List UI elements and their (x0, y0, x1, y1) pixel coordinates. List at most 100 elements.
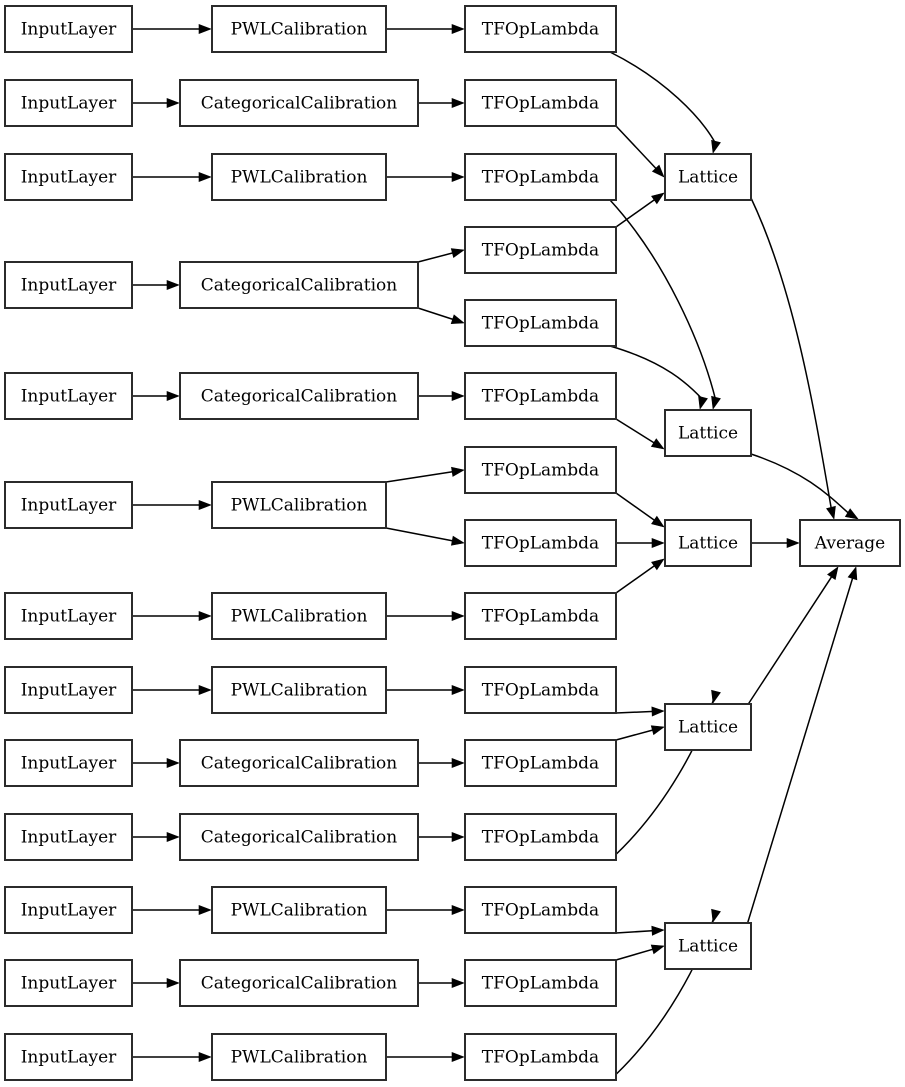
node-in12[interactable]: InputLayer (4, 959, 133, 1007)
node-box-cal1[interactable] (211, 5, 387, 53)
node-box-cal9[interactable] (179, 739, 419, 787)
node-op5[interactable]: TFOpLambda (464, 299, 617, 347)
node-box-lat5[interactable] (664, 922, 752, 970)
node-box-op3[interactable] (464, 153, 617, 201)
node-cal11[interactable]: PWLCalibration (211, 886, 387, 934)
node-box-cal10[interactable] (179, 813, 419, 861)
node-op9[interactable]: TFOpLambda (464, 592, 617, 640)
node-op12[interactable]: TFOpLambda (464, 813, 617, 861)
node-op13[interactable]: TFOpLambda (464, 886, 617, 934)
node-box-cal13[interactable] (211, 1033, 387, 1081)
node-box-in3[interactable] (4, 153, 133, 201)
node-box-op8[interactable] (464, 519, 617, 567)
node-box-op4[interactable] (464, 226, 617, 274)
node-cal9[interactable]: CategoricalCalibration (179, 739, 419, 787)
node-box-in1[interactable] (4, 5, 133, 53)
node-cal3[interactable]: PWLCalibration (211, 153, 387, 201)
node-op6[interactable]: TFOpLambda (464, 372, 617, 420)
node-op15[interactable]: TFOpLambda (464, 1033, 617, 1081)
node-box-cal11[interactable] (211, 886, 387, 934)
node-lat4[interactable]: Lattice (664, 703, 752, 751)
node-lat3[interactable]: Lattice (664, 519, 752, 567)
node-in13[interactable]: InputLayer (4, 1033, 133, 1081)
edge-op10-to-lat4 (615, 706, 665, 717)
node-cal2[interactable]: CategoricalCalibration (179, 79, 419, 127)
edge-in3-to-cal3 (132, 171, 212, 183)
node-op14[interactable]: TFOpLambda (464, 959, 617, 1007)
node-box-in9[interactable] (4, 739, 133, 787)
node-in5[interactable]: InputLayer (4, 372, 133, 420)
node-box-in5[interactable] (4, 372, 133, 420)
node-lat1[interactable]: Lattice (664, 153, 752, 201)
node-in1[interactable]: InputLayer (4, 5, 133, 53)
node-in2[interactable]: InputLayer (4, 79, 133, 127)
node-op3[interactable]: TFOpLambda (464, 153, 617, 201)
node-op1[interactable]: TFOpLambda (464, 5, 617, 53)
node-box-op2[interactable] (464, 79, 617, 127)
node-in8[interactable]: InputLayer (4, 666, 133, 714)
edge-cal13-to-op15 (386, 1051, 465, 1063)
node-box-in6[interactable] (4, 481, 133, 529)
node-box-in4[interactable] (4, 261, 133, 309)
node-box-op11[interactable] (464, 739, 617, 787)
node-op11[interactable]: TFOpLambda (464, 739, 617, 787)
node-box-op12[interactable] (464, 813, 617, 861)
node-op8[interactable]: TFOpLambda (464, 519, 617, 567)
node-in9[interactable]: InputLayer (4, 739, 133, 787)
node-cal7[interactable]: PWLCalibration (211, 592, 387, 640)
node-box-cal7[interactable] (211, 592, 387, 640)
node-box-op14[interactable] (464, 959, 617, 1007)
node-box-op15[interactable] (464, 1033, 617, 1081)
node-op4[interactable]: TFOpLambda (464, 226, 617, 274)
node-box-in8[interactable] (4, 666, 133, 714)
node-cal8[interactable]: PWLCalibration (211, 666, 387, 714)
node-box-in7[interactable] (4, 592, 133, 640)
node-box-op1[interactable] (464, 5, 617, 53)
node-in7[interactable]: InputLayer (4, 592, 133, 640)
node-box-op5[interactable] (464, 299, 617, 347)
edge-op13-to-lat5 (615, 925, 665, 936)
node-in10[interactable]: InputLayer (4, 813, 133, 861)
node-box-lat3[interactable] (664, 519, 752, 567)
node-box-avg[interactable] (799, 519, 901, 567)
node-box-op13[interactable] (464, 886, 617, 934)
node-in3[interactable]: InputLayer (4, 153, 133, 201)
node-box-cal8[interactable] (211, 666, 387, 714)
node-lat5[interactable]: Lattice (664, 922, 752, 970)
node-cal1[interactable]: PWLCalibration (211, 5, 387, 53)
node-box-op6[interactable] (464, 372, 617, 420)
node-op2[interactable]: TFOpLambda (464, 79, 617, 127)
node-box-op10[interactable] (464, 666, 617, 714)
node-box-in10[interactable] (4, 813, 133, 861)
node-box-cal12[interactable] (179, 959, 419, 1007)
node-cal4[interactable]: CategoricalCalibration (179, 261, 419, 309)
node-box-op7[interactable] (464, 446, 617, 494)
node-box-lat4[interactable] (664, 703, 752, 751)
edge-in2-to-cal2 (132, 97, 180, 109)
node-in11[interactable]: InputLayer (4, 886, 133, 934)
node-op7[interactable]: TFOpLambda (464, 446, 617, 494)
node-cal6[interactable]: PWLCalibration (211, 481, 387, 529)
node-box-in13[interactable] (4, 1033, 133, 1081)
node-lat2[interactable]: Lattice (664, 409, 752, 457)
node-box-lat2[interactable] (664, 409, 752, 457)
node-box-cal5[interactable] (179, 372, 419, 420)
node-box-cal3[interactable] (211, 153, 387, 201)
node-box-cal2[interactable] (179, 79, 419, 127)
node-box-cal4[interactable] (179, 261, 419, 309)
node-box-cal6[interactable] (211, 481, 387, 529)
node-in4[interactable]: InputLayer (4, 261, 133, 309)
node-in6[interactable]: InputLayer (4, 481, 133, 529)
edge-in11-to-cal11 (132, 904, 212, 916)
node-box-op9[interactable] (464, 592, 617, 640)
node-cal10[interactable]: CategoricalCalibration (179, 813, 419, 861)
node-box-in2[interactable] (4, 79, 133, 127)
node-cal5[interactable]: CategoricalCalibration (179, 372, 419, 420)
node-cal12[interactable]: CategoricalCalibration (179, 959, 419, 1007)
node-box-in11[interactable] (4, 886, 133, 934)
node-cal13[interactable]: PWLCalibration (211, 1033, 387, 1081)
node-box-lat1[interactable] (664, 153, 752, 201)
node-box-in12[interactable] (4, 959, 133, 1007)
node-op10[interactable]: TFOpLambda (464, 666, 617, 714)
node-avg[interactable]: Average (799, 519, 901, 567)
